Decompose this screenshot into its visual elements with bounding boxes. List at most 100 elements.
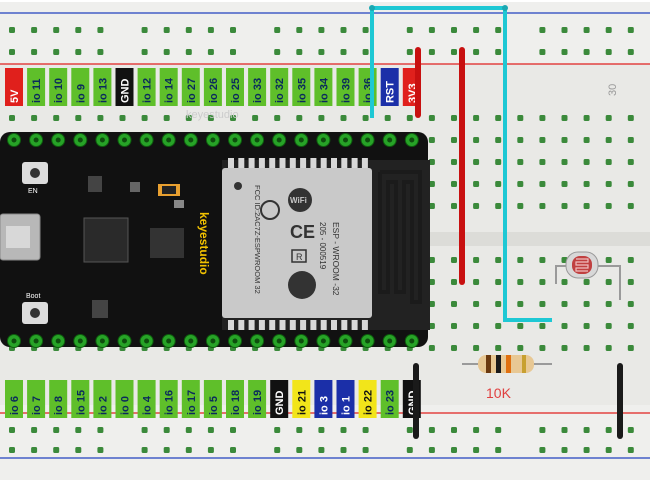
breadboard-hole — [473, 203, 480, 209]
pin-label-bg — [203, 68, 222, 106]
breadboard-hole — [473, 115, 480, 121]
pin-label-bg — [93, 68, 112, 106]
breadboard-hole — [627, 345, 634, 351]
module-pin — [248, 320, 255, 330]
breadboard-hole — [473, 279, 480, 285]
rail-hole — [53, 49, 60, 55]
rail-hole — [605, 49, 612, 55]
breadboard-hole — [428, 181, 435, 187]
pin-label: io 33 — [252, 78, 264, 103]
breadboard-hole — [561, 181, 568, 187]
rail-hole — [230, 447, 236, 453]
rail-hole — [539, 27, 546, 33]
pin-label: io 4 — [142, 395, 154, 415]
breadboard-hole — [163, 115, 170, 121]
module-pin — [258, 158, 265, 168]
rail-hole — [296, 27, 303, 33]
pin-label: GND — [274, 391, 286, 416]
rail-hole — [627, 27, 634, 33]
pin-label-bg — [270, 68, 289, 106]
svg-text:WiFi: WiFi — [290, 196, 307, 205]
pin-label-bg — [203, 380, 222, 418]
breadboard-hole — [605, 301, 612, 307]
rail-hole — [451, 427, 457, 433]
pin-label-bg — [27, 68, 46, 106]
rail-hole — [451, 27, 457, 33]
resistor-value: 10K — [486, 385, 512, 401]
rail-hole — [583, 27, 590, 33]
breadboard-hole — [473, 159, 480, 165]
module-pin — [310, 158, 317, 168]
pin-label: io 32 — [274, 78, 286, 103]
breadboard-hole — [517, 137, 524, 143]
pin-label-bg — [336, 68, 355, 106]
rail-hole — [561, 27, 568, 33]
breadboard-hole — [583, 345, 590, 351]
pin-label: io 15 — [75, 390, 87, 415]
rail-hole — [163, 427, 170, 433]
module-pin — [341, 320, 348, 330]
rail-hole — [97, 49, 104, 55]
breadboard-hole — [495, 257, 502, 263]
breadboard-hole — [451, 115, 457, 121]
module-shield — [222, 168, 372, 318]
rail-hole — [53, 27, 60, 33]
breadboard-hole — [605, 345, 612, 351]
breadboard-hole — [495, 323, 502, 329]
pin-label-bg — [93, 380, 112, 418]
breadboard-hole — [428, 159, 435, 165]
breadboard-hole — [583, 181, 590, 187]
breadboard-hole — [53, 115, 60, 121]
breadboard-hole — [296, 115, 303, 121]
breadboard-hole — [517, 181, 524, 187]
pin-label-bg — [137, 380, 156, 418]
breadboard-hole — [495, 181, 502, 187]
module-pin — [361, 158, 368, 168]
rail-hole — [406, 447, 413, 453]
rail-hole — [163, 49, 170, 55]
rail-hole — [185, 49, 192, 55]
pin-label: io 17 — [186, 390, 198, 415]
resistor-10k — [462, 355, 552, 373]
pin-label: io 35 — [296, 78, 308, 103]
pin-label-bg — [226, 68, 244, 106]
pin-label-bg — [248, 380, 267, 418]
rail-hole — [185, 447, 192, 453]
espressif-logo — [288, 271, 316, 299]
module-pin — [300, 320, 307, 330]
rail-hole — [207, 49, 214, 55]
breadboard-hole — [605, 203, 612, 209]
module-pin — [279, 158, 286, 168]
breadboard-hole — [583, 279, 590, 285]
rail-hole — [583, 49, 590, 55]
breadboard-hole — [583, 203, 590, 209]
module-pin — [228, 158, 234, 168]
cert-number: 205 - 000519 — [318, 222, 327, 270]
rail-hole — [495, 427, 502, 433]
rail-hole — [428, 447, 435, 453]
rail-hole — [141, 427, 148, 433]
rail-hole — [406, 27, 413, 33]
breadboard-hole — [605, 137, 612, 143]
breadboard-hole — [561, 203, 568, 209]
pin-label: io 2 — [97, 396, 109, 415]
breadboard-hole — [517, 279, 524, 285]
breadboard-hole — [451, 181, 457, 187]
pin-label: 5V — [9, 89, 21, 103]
rail-hole — [31, 447, 38, 453]
rail-hole — [75, 447, 82, 453]
rail-hole — [274, 27, 281, 33]
breadboard-hole — [517, 159, 524, 165]
breadboard-hole — [451, 159, 457, 165]
rail-hole — [362, 49, 369, 55]
module-pin — [320, 320, 327, 330]
rail-hole — [9, 447, 15, 453]
pin-label: io 10 — [53, 78, 65, 103]
rail-hole — [362, 447, 369, 453]
breadboard-hole — [539, 137, 546, 143]
rail-hole — [97, 427, 104, 433]
module-pin — [258, 320, 265, 330]
rail-hole — [495, 447, 502, 453]
fcc-logo — [260, 200, 280, 220]
